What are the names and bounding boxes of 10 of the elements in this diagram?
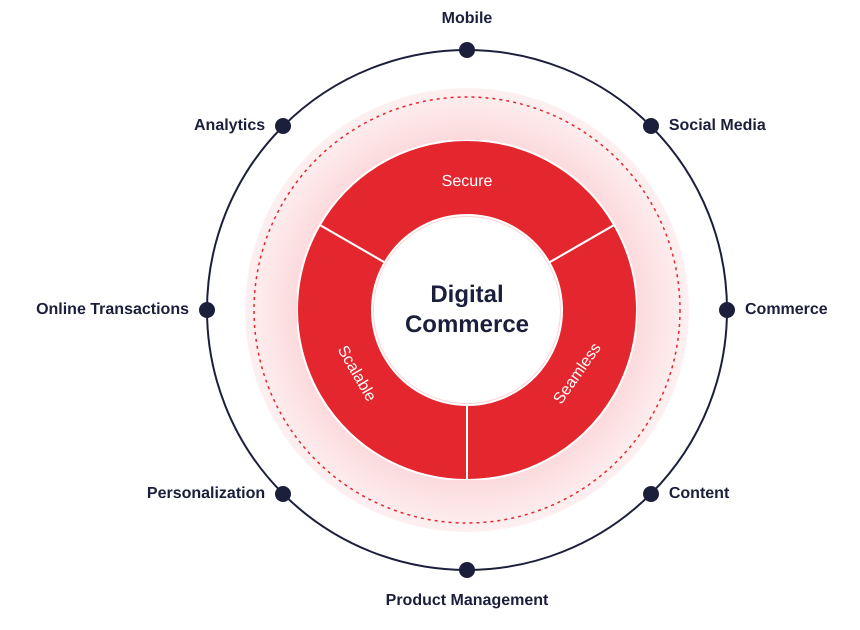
node-label: Mobile bbox=[442, 10, 492, 28]
node-label: Social Media bbox=[668, 117, 766, 136]
node-label: Content bbox=[668, 484, 730, 503]
node-label: Commerce bbox=[745, 301, 828, 319]
segment-label: Secure bbox=[442, 173, 492, 191]
node-label: Personalization bbox=[146, 484, 266, 503]
node-label: Online Transactions bbox=[36, 301, 189, 319]
node-label: Analytics bbox=[194, 117, 266, 136]
center-label: Digital Commerce bbox=[404, 280, 530, 340]
node-label: Product Management bbox=[386, 592, 548, 610]
